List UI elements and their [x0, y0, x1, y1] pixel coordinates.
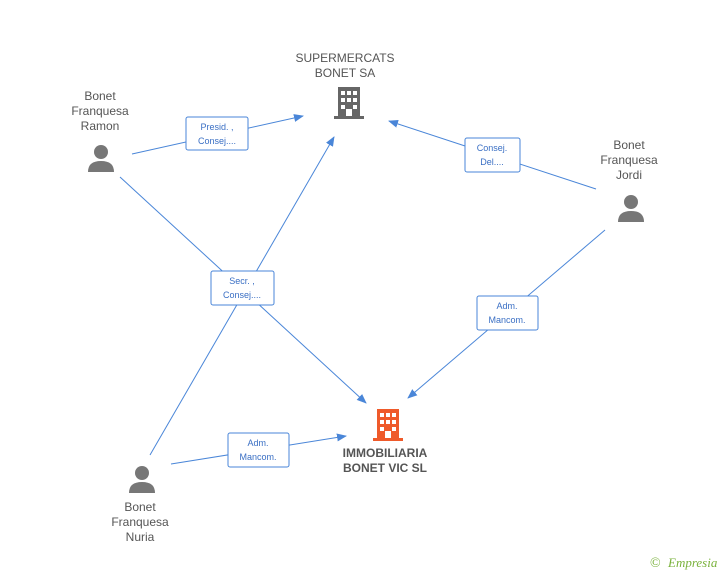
node-label-line3: Nuria [126, 530, 155, 544]
edge-label-line2: Consej.... [223, 290, 261, 300]
node-label-line1: Bonet [124, 500, 156, 514]
edge-label-line2: Consej.... [198, 136, 236, 146]
building-icon [373, 409, 403, 441]
empresia-logo: © Empresia [650, 555, 718, 571]
edge-label-consej-del[interactable]: Consej. Del.... [464, 137, 521, 173]
node-supermercats-bonet-sa[interactable]: SUPERMERCATS BONET SA [295, 51, 395, 119]
node-label-line2: Franquesa [600, 153, 658, 167]
node-label-line3: Ramon [81, 119, 120, 133]
edge-label-line1: Consej. [477, 143, 508, 153]
edge-label-adm-mancom-jordi[interactable]: Adm. Mancom. [476, 295, 539, 331]
person-icon [618, 195, 644, 222]
node-bonet-franquesa-jordi[interactable]: Bonet Franquesa Jordi [600, 138, 658, 222]
node-label-line2: BONET SA [315, 66, 375, 80]
person-icon [88, 145, 114, 172]
node-label-line1: SUPERMERCATS [295, 51, 394, 65]
node-immobiliaria-bonet-vic-sl[interactable]: IMMOBILIARIA BONET VIC SL [343, 409, 428, 475]
node-label-line2: BONET VIC SL [343, 461, 427, 475]
edge-label-line1: Adm. [496, 301, 517, 311]
person-icon [129, 466, 155, 493]
node-bonet-franquesa-nuria[interactable]: Bonet Franquesa Nuria [111, 466, 169, 544]
node-bonet-franquesa-ramon[interactable]: Bonet Franquesa Ramon [71, 89, 129, 172]
node-label-line1: Bonet [613, 138, 645, 152]
edge-label-line2: Del.... [480, 157, 504, 167]
node-label-line2: Franquesa [71, 104, 129, 118]
building-icon [334, 87, 364, 119]
edge-label-line2: Mancom. [239, 452, 276, 462]
edge-label-adm-mancom-nuria[interactable]: Adm. Mancom. [227, 432, 290, 468]
node-label-line1: Bonet [84, 89, 116, 103]
edge-label-line1: Adm. [247, 438, 268, 448]
edge-label-presid-consej[interactable]: Presid. , Consej.... [185, 116, 249, 151]
node-label-line1: IMMOBILIARIA [343, 446, 428, 460]
node-label-line3: Jordi [616, 168, 642, 182]
edge-label-secr-consej[interactable]: Secr. , Consej.... [210, 270, 275, 306]
edge-label-line1: Secr. , [229, 276, 255, 286]
node-label-line2: Franquesa [111, 515, 169, 529]
copyright-icon: © [650, 556, 661, 571]
brand-name: Empresia [667, 555, 718, 570]
edge-label-line2: Mancom. [488, 315, 525, 325]
edge-label-line1: Presid. , [200, 122, 233, 132]
